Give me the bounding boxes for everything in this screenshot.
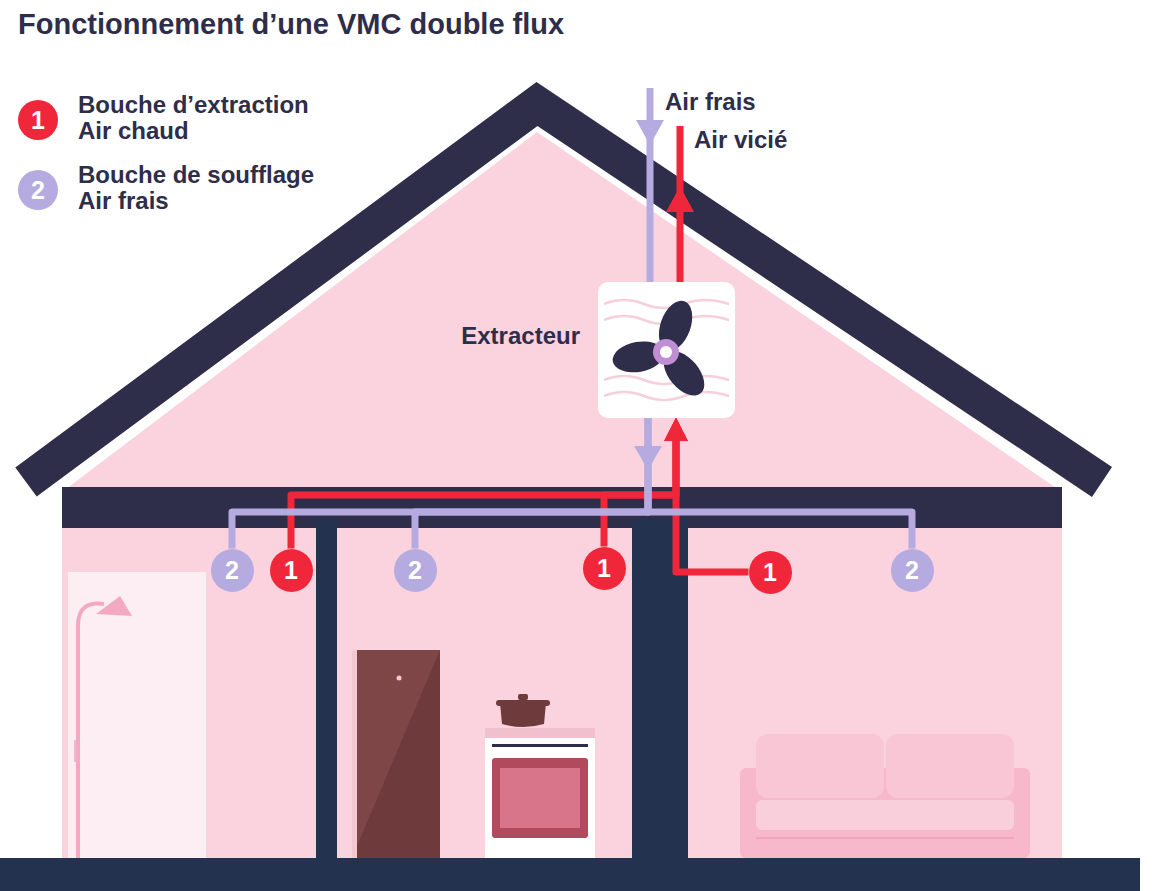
air-duct xyxy=(648,418,912,549)
pot xyxy=(500,703,546,727)
fresh-air-duct xyxy=(647,88,654,284)
unit-label: Extracteur xyxy=(461,322,580,350)
arrow-head xyxy=(666,186,694,212)
stove-top xyxy=(485,728,595,738)
fridge-shade xyxy=(352,650,440,858)
shower-pipe xyxy=(78,603,104,858)
fridge-edge xyxy=(352,650,357,858)
callout-number: 1 xyxy=(284,556,298,585)
oven-handle xyxy=(492,744,588,747)
pot-lid xyxy=(496,700,550,706)
shower-head xyxy=(96,596,132,616)
vent-circle: 2 xyxy=(394,549,437,592)
callout-number: 2 xyxy=(225,556,239,585)
sofa-cushion xyxy=(886,734,1014,798)
extractor-unit: Extracteur xyxy=(598,282,735,418)
oven-door xyxy=(492,758,588,838)
title: Fonctionnement d’une VMC double flux xyxy=(18,8,564,41)
wall xyxy=(316,520,337,865)
vent-circle: 2 xyxy=(891,549,934,592)
air-label: Air vicié xyxy=(694,126,787,154)
pot-knob xyxy=(518,694,528,700)
legend-text: Bouche de soufflage Air frais xyxy=(78,162,328,214)
fan-icon xyxy=(598,282,735,418)
shower-door xyxy=(68,572,206,858)
sofa-line xyxy=(756,837,1014,839)
air-label: Air frais xyxy=(665,88,756,116)
stove xyxy=(485,728,595,858)
callout-number: 1 xyxy=(763,558,777,587)
fridge xyxy=(352,650,440,858)
callout-number: 1 xyxy=(18,100,58,140)
roof xyxy=(26,104,1102,482)
callout-number: 2 xyxy=(18,170,58,210)
air-duct xyxy=(232,418,648,549)
vent-circle: 1 xyxy=(270,549,313,592)
vent-circle: 1 xyxy=(749,551,792,594)
callout-number: 2 xyxy=(408,556,422,585)
legend-text: Bouche d’extraction Air chaud xyxy=(78,92,328,144)
arrow-head xyxy=(636,120,664,145)
air-duct xyxy=(604,427,676,547)
attic xyxy=(62,132,1062,492)
sofa-seat xyxy=(756,800,1014,830)
floor xyxy=(0,858,1140,891)
air-duct xyxy=(415,418,648,549)
air-duct xyxy=(676,427,749,572)
callout-number: 1 xyxy=(597,554,611,583)
oven-window xyxy=(500,768,580,828)
vent-circle: 1 xyxy=(583,547,626,590)
vent-circle: 2 xyxy=(211,549,254,592)
air-duct xyxy=(291,427,676,549)
sofa-cushion xyxy=(756,734,884,798)
rooms xyxy=(62,520,1062,865)
fridge-handle xyxy=(397,676,402,681)
callout-number: 2 xyxy=(905,556,919,585)
